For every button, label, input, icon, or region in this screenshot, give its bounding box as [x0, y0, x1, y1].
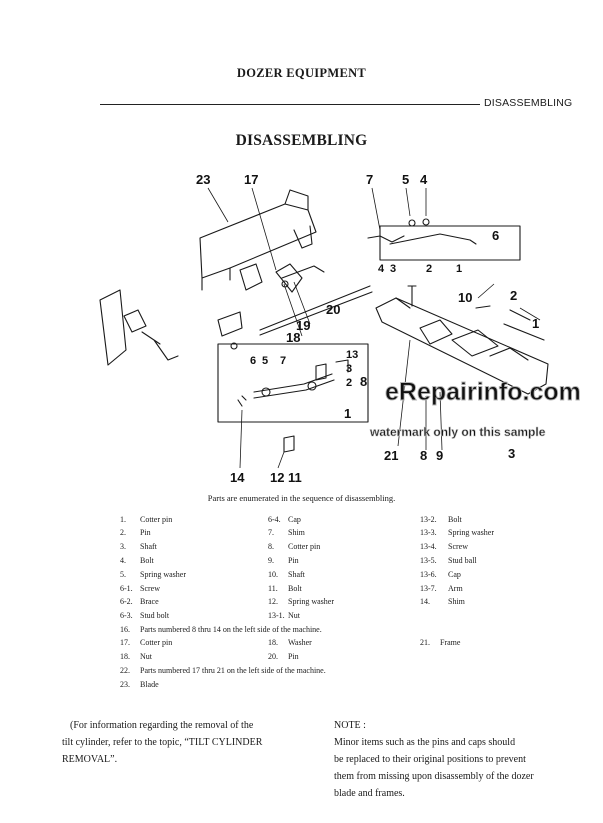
note-heading: NOTE : — [334, 720, 366, 731]
list-item: 21.Frame — [420, 638, 461, 647]
list-item: 6-3.Stud bolt — [120, 611, 170, 620]
callout-7: 7 — [366, 172, 373, 187]
info-paragraph: (For information regarding the removal o… — [62, 717, 312, 768]
section-tag: DISASSEMBLING — [484, 97, 573, 109]
list-item: 22.Parts numbered 17 thru 21 on the left… — [120, 666, 326, 675]
list-item: 12.Spring washer — [268, 597, 334, 606]
list-item: 8.Cotter pin — [268, 542, 321, 551]
callout-21: 21 — [384, 448, 398, 463]
callout-1: 1 — [456, 263, 462, 275]
note-line: them from missing upon disassembly of th… — [334, 771, 534, 782]
callout-1b: 1 — [532, 316, 539, 331]
list-item: 18.Washer — [268, 638, 312, 647]
note-line: blade and frames. — [334, 788, 405, 799]
arm-box-13 — [217, 343, 369, 423]
watermark-secondary: watermark only on this sample — [369, 425, 546, 439]
list-item: 6-1.Screw — [120, 584, 160, 593]
callout-11: 11 — [288, 470, 302, 485]
list-item: 23.Blade — [120, 680, 159, 689]
watermark-primary: eRepairinfo.com — [385, 378, 580, 406]
note-line: Minor items such as the pins and caps sh… — [334, 737, 516, 748]
callout-8b: 8 — [420, 448, 427, 463]
list-item: 14.Shim — [420, 597, 465, 606]
list-item: 13-1.Nut — [268, 611, 300, 620]
list-item: 13-2.Bolt — [420, 515, 462, 524]
callout-20: 20 — [326, 302, 340, 317]
header-rule — [100, 104, 480, 105]
diagram-caption: Parts are enumerated in the sequence of … — [207, 493, 396, 503]
callout-18: 18 — [286, 330, 300, 345]
header-title: DOZER EQUIPMENT — [236, 66, 367, 80]
list-item: 13-4.Screw — [420, 542, 468, 551]
info-line: tilt cylinder, refer to the topic, “TILT… — [62, 737, 263, 748]
note-line: be replaced to their original positions … — [334, 754, 526, 765]
callout-17: 17 — [244, 172, 258, 187]
callout-13: 13 — [346, 349, 358, 361]
callout-5: 5 — [402, 172, 409, 187]
list-item: 2.Pin — [120, 528, 151, 537]
callout-7b: 7 — [280, 355, 286, 367]
callout-14: 14 — [230, 470, 245, 485]
info-line: (For information regarding the removal o… — [70, 720, 254, 731]
list-item: 5.Spring washer — [120, 570, 186, 579]
list-item: 3.Shaft — [120, 542, 157, 551]
callout-3: 3 — [390, 263, 396, 275]
callout-3b: 3 — [346, 363, 352, 375]
callout-10: 10 — [458, 290, 472, 305]
callout-8: 8 — [360, 374, 367, 389]
list-item: 9.Pin — [268, 556, 299, 565]
callout-9: 9 — [436, 448, 443, 463]
list-item: 13-7.Arm — [420, 584, 463, 593]
list-item: 11.Bolt — [268, 584, 302, 593]
page-title: DISASSEMBLING — [235, 132, 368, 149]
callout-12: 12 — [270, 470, 284, 485]
list-item: 20.Pin — [268, 652, 299, 661]
note-block: NOTE : Minor items such as the pins and … — [334, 717, 574, 802]
list-item: 18.Nut — [120, 652, 152, 661]
list-item: 1.Cotter pin — [120, 515, 173, 524]
callout-2b: 2 — [510, 288, 517, 303]
callout-4: 4 — [420, 172, 428, 187]
callout-2c: 2 — [346, 377, 352, 389]
list-item: 13-5.Stud ball — [420, 556, 477, 565]
list-item: 13-3.Spring washer — [420, 528, 494, 537]
callout-4b: 4 — [378, 263, 385, 275]
callout-3c: 3 — [508, 446, 515, 461]
list-item: 7.Shim — [268, 528, 305, 537]
parts-list: 1.Cotter pin 2.Pin 3.Shaft 4.Bolt 5.Spri… — [120, 515, 560, 695]
list-item: 6-4.Cap — [268, 515, 301, 524]
exploded-parts-diagram: 23 17 7 5 4 6 4 3 2 1 10 2 1 18 19 20 13… — [99, 172, 580, 485]
callout-1c: 1 — [344, 406, 351, 421]
list-item: 4.Bolt — [120, 556, 154, 565]
list-item: 16.Parts numbered 8 thru 14 on the left … — [120, 625, 322, 634]
list-item: 6-2.Brace — [120, 597, 159, 606]
info-line: REMOVAL”. — [62, 754, 118, 765]
callout-2: 2 — [426, 263, 432, 275]
brace-box-6 — [379, 225, 521, 261]
callout-6b: 6 — [250, 355, 256, 367]
callout-23: 23 — [196, 172, 210, 187]
list-item: 17.Cotter pin — [120, 638, 173, 647]
list-item: 10.Shaft — [268, 570, 305, 579]
callout-5b: 5 — [262, 355, 268, 367]
list-item: 13-6.Cap — [420, 570, 461, 579]
left-mount-drawing — [99, 289, 127, 366]
callout-6: 6 — [492, 228, 499, 243]
